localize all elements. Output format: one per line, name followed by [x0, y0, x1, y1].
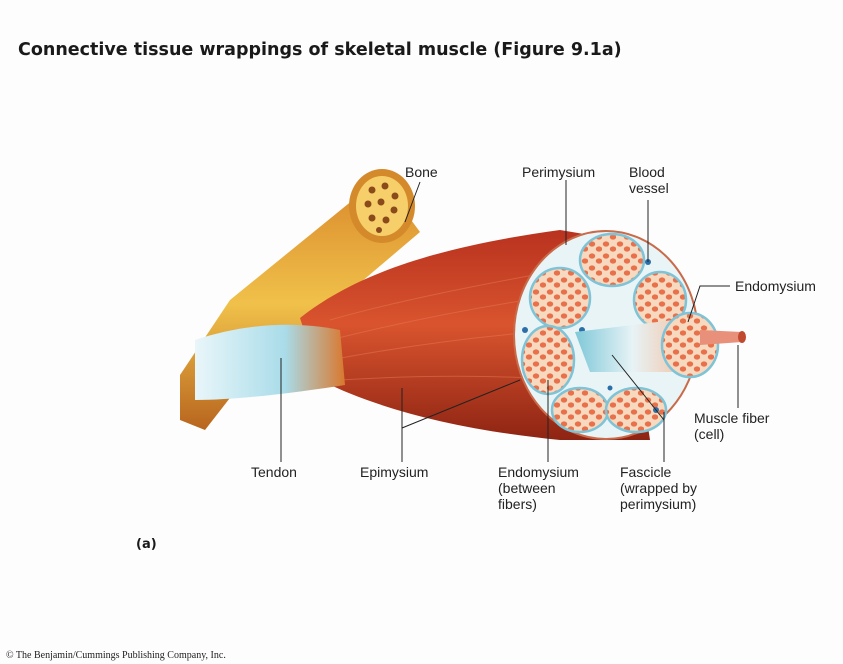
label-epimysium: Epimysium: [360, 464, 428, 480]
copyright-notice: © The Benjamin/Cummings Publishing Compa…: [6, 650, 226, 661]
label-endomysium-between-line3: fibers): [498, 496, 537, 512]
label-muscle-fiber-line1: Muscle fiber: [694, 410, 769, 426]
label-fascicle-line1: Fascicle: [620, 464, 671, 480]
tendon-band: [195, 325, 345, 400]
label-perimysium: Perimysium: [522, 164, 595, 180]
label-endomysium-between-line1: Endomysium: [498, 464, 579, 480]
label-endomysium: Endomysium: [735, 278, 816, 294]
panel-label: (a): [136, 537, 157, 552]
label-endomysium-between-line2: (between: [498, 480, 556, 496]
label-fascicle-line3: perimysium): [620, 496, 696, 512]
muscle-fiber-rod: [700, 330, 742, 345]
muscle-fiber-end: [738, 331, 746, 343]
label-tendon: Tendon: [251, 464, 297, 480]
label-muscle-fiber-line2: (cell): [694, 426, 724, 442]
label-blood-vessel-line2: vessel: [629, 180, 669, 196]
label-blood-vessel-line1: Blood: [629, 164, 665, 180]
fascicle-end: [662, 313, 718, 377]
label-bone: Bone: [405, 164, 438, 180]
label-fascicle-line2: (wrapped by: [620, 480, 697, 496]
